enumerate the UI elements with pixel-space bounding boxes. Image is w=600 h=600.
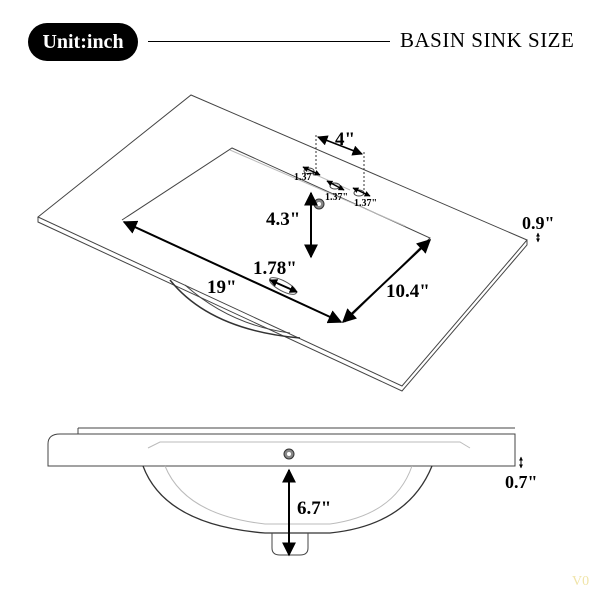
watermark: V0 xyxy=(572,574,590,589)
faucet-to-bowl-label: 4.3" xyxy=(266,209,300,230)
bowl-width-label: 10.4" xyxy=(386,281,430,302)
hole-left-arrow xyxy=(302,166,321,176)
bowl-depth-label: 6.7" xyxy=(297,498,331,519)
bowl-length-arrow xyxy=(122,220,343,324)
hole-right-label: 1.37" xyxy=(354,198,377,209)
faucet-spacing-dimension xyxy=(315,135,365,192)
overflow-hole xyxy=(313,198,325,210)
bowl-width-arrow xyxy=(341,239,432,323)
top-view-sink xyxy=(37,94,528,392)
faucet-spacing-label: 4" xyxy=(335,129,355,150)
faucet-knob xyxy=(283,448,295,460)
top-thickness-label: 0.9" xyxy=(522,213,555,233)
side-view-sink xyxy=(47,427,516,556)
hole-center-label: 1.37" xyxy=(325,192,348,203)
edge-thickness-label: 0.7" xyxy=(505,472,538,492)
drain-label: 1.78" xyxy=(253,258,297,279)
hole-left-label: 1.37" xyxy=(294,172,317,183)
hole-right-arrow xyxy=(352,187,371,197)
bowl-length-label: 19" xyxy=(207,277,237,298)
header-divider xyxy=(148,41,390,42)
unit-badge: Unit:inch xyxy=(28,23,138,61)
hole-center-arrow xyxy=(326,180,345,191)
diagram-title: BASIN SINK SIZE xyxy=(400,28,575,52)
